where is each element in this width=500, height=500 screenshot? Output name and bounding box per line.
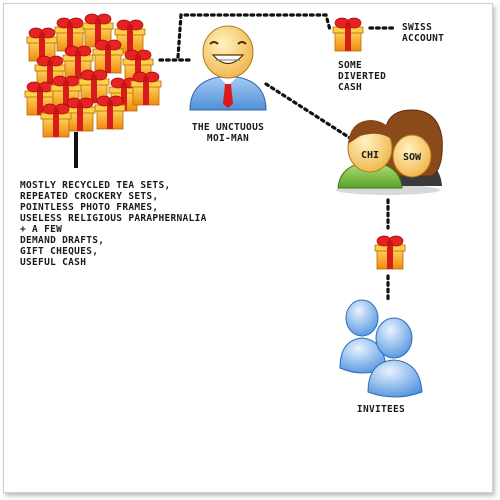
couple-right-label: SOW <box>403 152 422 163</box>
gift-box-icon <box>374 235 406 270</box>
moi-man-label: THE UNCTUOUS MOI-MAN <box>191 122 265 144</box>
moi-man-icon <box>189 25 267 111</box>
gift-pile-icon <box>24 13 162 138</box>
invitees-label: INVITEES <box>356 404 406 415</box>
connector-moiman-to-cash <box>176 13 332 59</box>
connectors <box>158 13 398 304</box>
connector-moiman-to-couple <box>264 82 352 140</box>
invitees-icon <box>339 299 423 398</box>
gift-box-icon <box>332 17 364 52</box>
couple-icon: CHI SOW <box>336 109 443 195</box>
gifts-description-label: MOSTLY RECYCLED TEA SETS, REPEATED CROCK… <box>20 180 207 268</box>
swiss-account-label: SWISS ACCOUNT <box>402 22 445 44</box>
diverted-cash-label: SOME DIVERTED CASH <box>338 60 387 93</box>
couple-left-label: CHI <box>361 150 379 161</box>
